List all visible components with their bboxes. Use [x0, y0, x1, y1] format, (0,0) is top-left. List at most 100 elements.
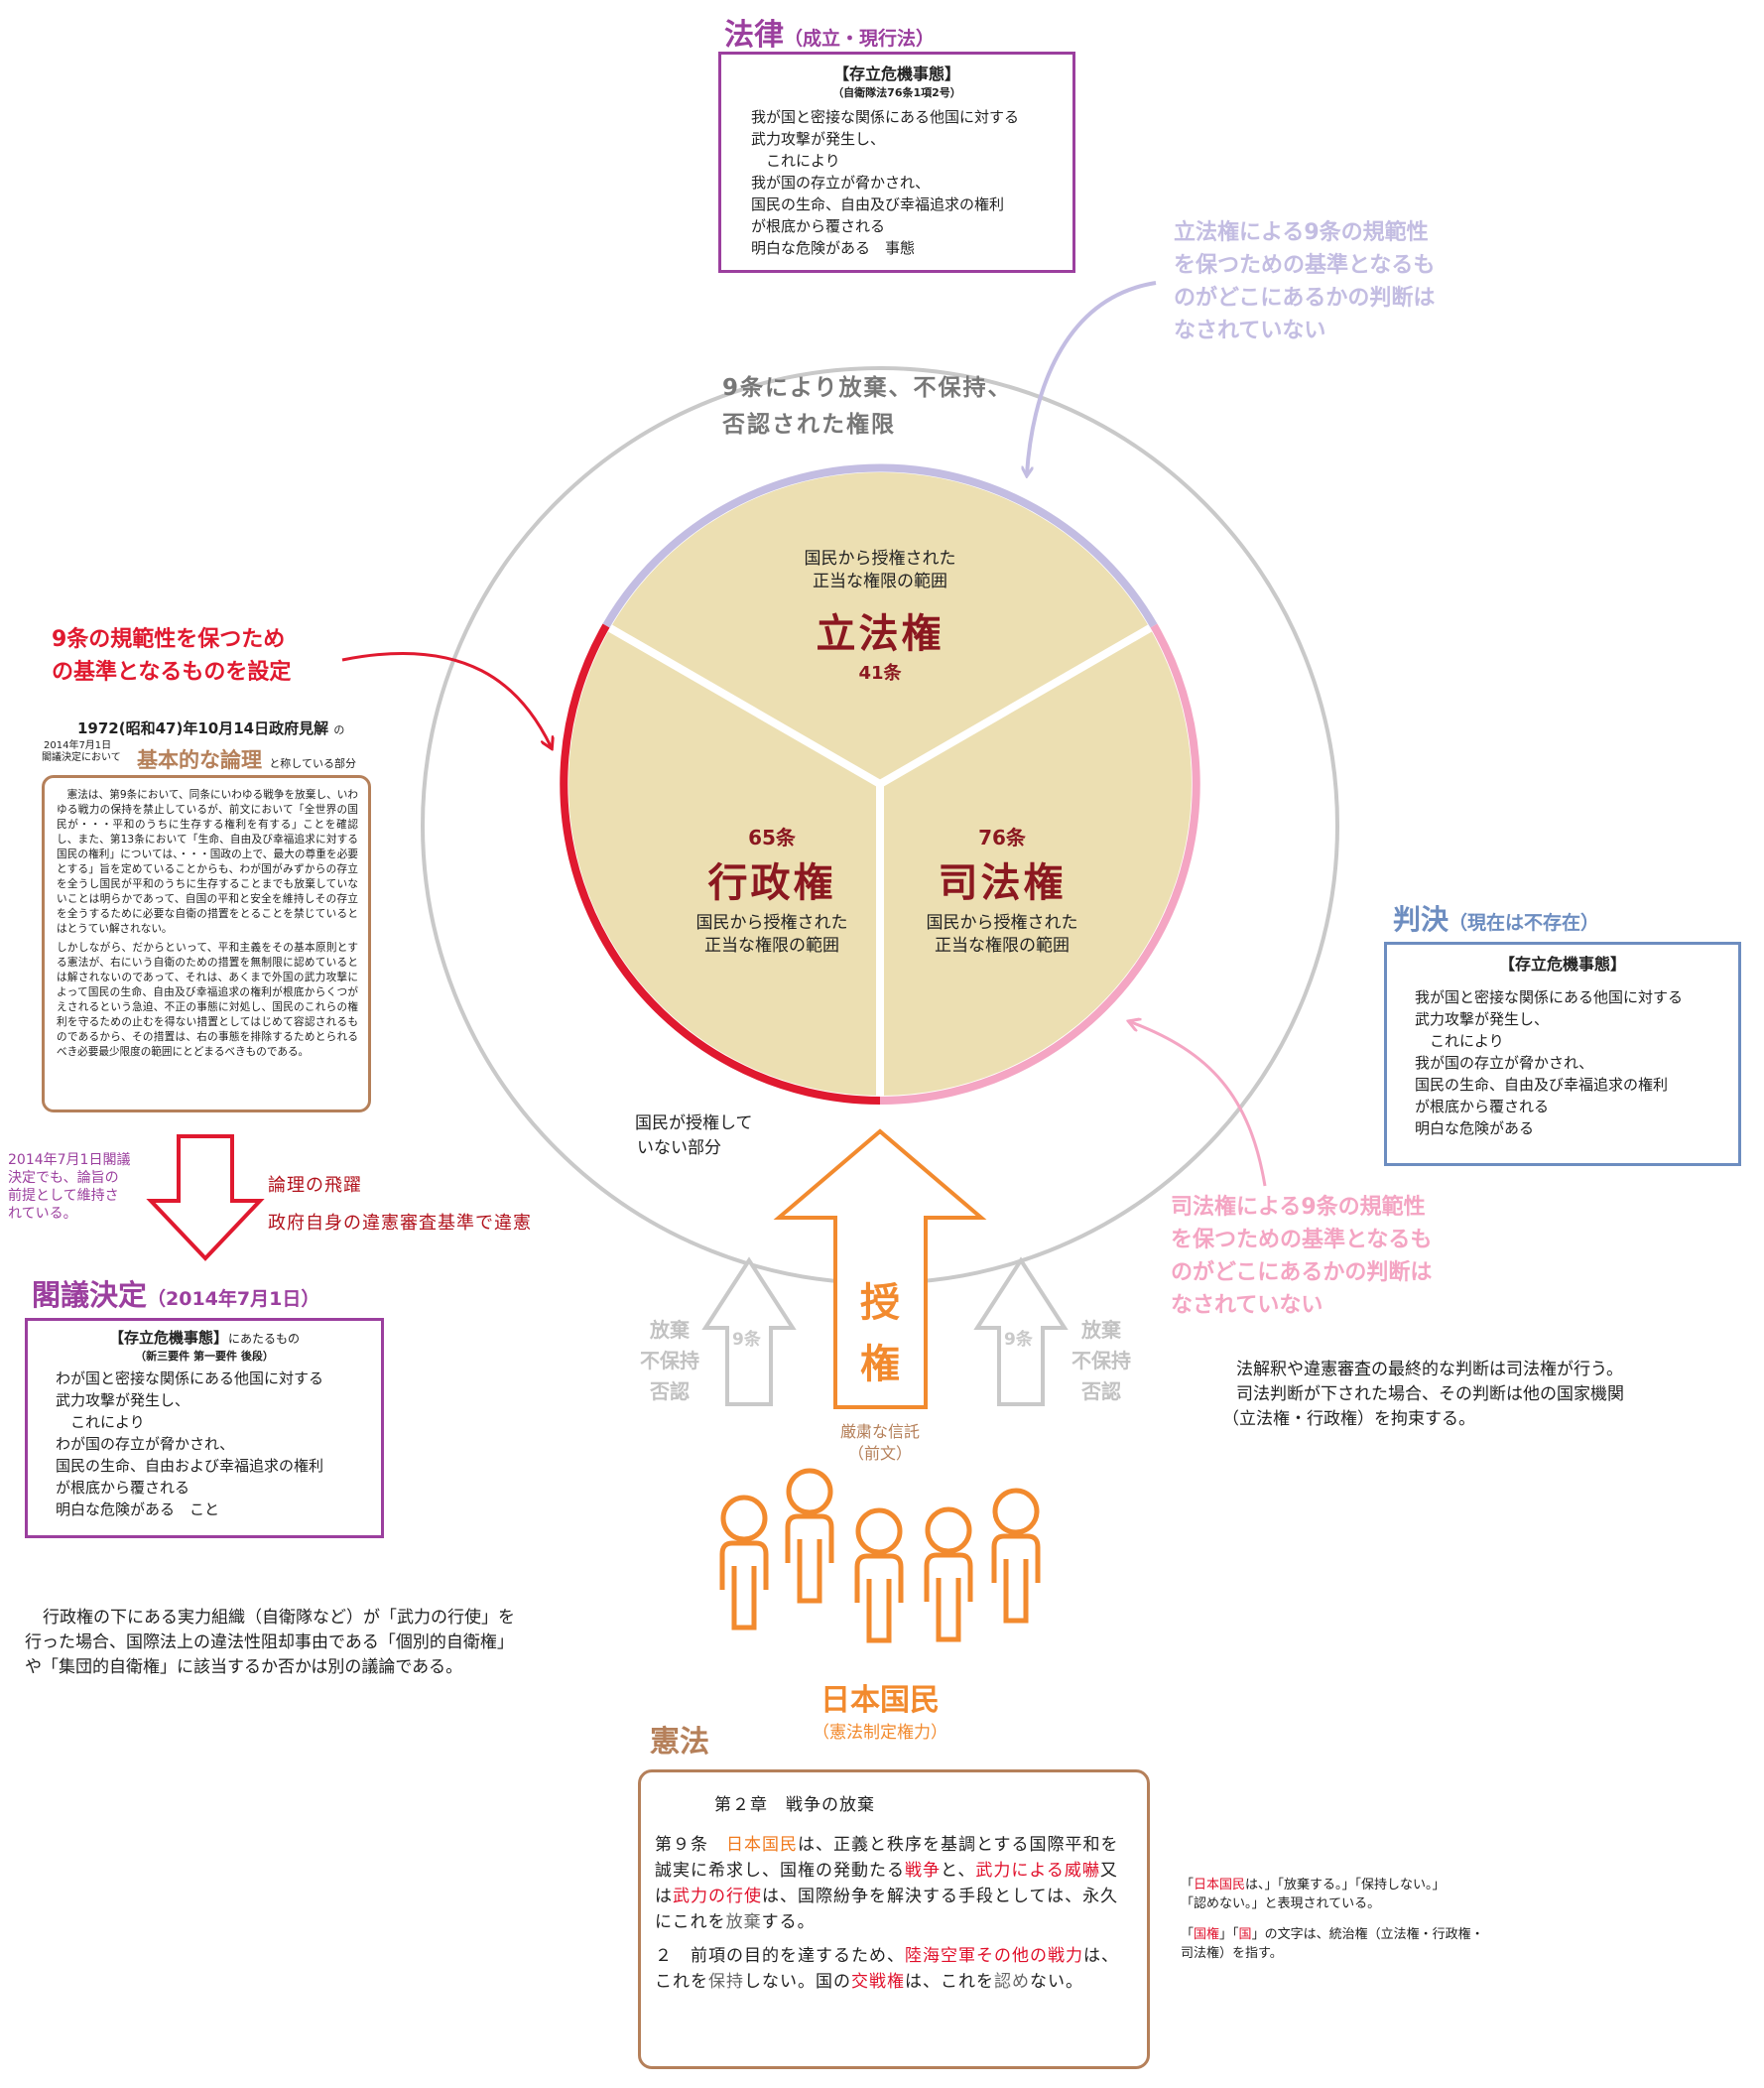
- cabinet-line: わが国と密接な関係にある他国に対する: [56, 1370, 324, 1387]
- norm-setting-line: 9条の規範性を保つため: [52, 627, 286, 652]
- not-authorized-line: 国民が授権して: [635, 1113, 753, 1133]
- judicial-desc-line: 正当な権限の範囲: [935, 936, 1070, 956]
- judgment-title: 判決（現在は不存在）: [1393, 898, 1599, 938]
- left-arrow-article: 9条: [732, 1330, 761, 1350]
- gov-1972-header-text: 1972(昭和47)年10月14日政府見解: [77, 719, 329, 737]
- left-arrow-line: 否認: [650, 1379, 690, 1403]
- basic-logic-suffix: と称している部分: [269, 757, 356, 770]
- article9-text-run: 保持: [708, 1972, 744, 1992]
- law-title: 法律（成立・現行法）: [724, 10, 935, 54]
- cabinet-box: 【存立危機事態】にあたるもの （新三要件 第一要件 後段） わが国と密接な関係に…: [25, 1318, 384, 1538]
- cabinet-title-text: 閣議決定: [32, 1278, 148, 1312]
- legislative-desc-line: 正当な権限の範囲: [813, 572, 947, 591]
- law-box-subtitle: （自衛隊法76条1項2号）: [832, 86, 961, 99]
- article9-text-run: は、これを: [655, 1946, 1119, 1992]
- outer-ring-line: 否認された権限: [722, 412, 896, 438]
- expression-line: 「認めない。」と表現されている。: [1181, 1896, 1381, 1911]
- expression-line: 司法権）を指す。: [1181, 1946, 1283, 1961]
- constitution-box: 第２章 戦争の放棄 第９条 日本国民は、正義と秩序を基調とする国際平和を誠実に希…: [638, 1769, 1150, 2069]
- law-line: 武力攻撃が発生し、: [751, 130, 886, 148]
- divider-left: [608, 624, 882, 788]
- legislative-note-line: なされていない: [1174, 319, 1326, 343]
- judgment-line: 明白な危険がある: [1415, 1119, 1535, 1137]
- legislative-note-line: のがどこにあるかの判断は: [1174, 286, 1436, 311]
- judgment-line: 国民の生命、自由及び幸福追求の権利: [1415, 1076, 1669, 1094]
- outer-ring-label: 9条により放棄、不保持、 否認された権限: [722, 370, 1013, 444]
- law-title-text: 法律: [724, 18, 784, 53]
- right-arrow-line: 不保持: [1071, 1349, 1131, 1372]
- cabinet-box-title: 【存立危機事態】にあたるもの: [38, 1327, 371, 1348]
- authorization-label: 授 権: [850, 1272, 910, 1395]
- judicial-note-line: なされていない: [1171, 1293, 1323, 1318]
- expression-text-run: 「: [1181, 1878, 1195, 1892]
- gov-1972-para1: 憲法は、第9条において、同条にいわゆる戦争を放棄し、いわゆる戦力の保持を禁止して…: [57, 789, 358, 935]
- expression-text-run: 日本国民: [1194, 1878, 1246, 1892]
- person-figure: [991, 1488, 1041, 1624]
- people-title: 日本国民: [820, 1683, 940, 1718]
- expression-text-run: 「: [1181, 1927, 1195, 1942]
- article9-text-run: 交戦権: [851, 1972, 905, 1992]
- judicial-statement-line: （立法権・行政権）を拘束する。: [1222, 1409, 1475, 1429]
- judgment-line: 我が国と密接な関係にある他国に対する: [1415, 988, 1684, 1006]
- self-defense-note: 行政権の下にある実力組織（自衛隊など）が「武力の行使」を 行った場合、国際法上の…: [25, 1606, 515, 1680]
- judgment-subtitle: （現在は不存在）: [1449, 912, 1600, 934]
- judicial-note-line: 司法権による9条の規範性: [1171, 1195, 1426, 1220]
- article9-paragraph2: ２ 前項の目的を達するため、陸海空軍その他の戦力は、これを保持しない。国の交戦権…: [655, 1943, 1133, 1995]
- authorization-char: 授: [860, 1280, 900, 1326]
- right-arrow-article: 9条: [1004, 1330, 1033, 1350]
- expression-text-run: は、」「放棄する。」「保持しない。」: [1245, 1878, 1446, 1892]
- law-line: 明白な危険がある 事態: [751, 239, 916, 257]
- cabinet-box-lines: わが国と密接な関係にある他国に対する 武力攻撃が発生し、 これにより わが国の存…: [38, 1368, 371, 1520]
- gov-1972-date-line: 2014年7月1日: [44, 740, 112, 751]
- executive-sector: 65条 行政権 国民から授権された 正当な権限の範囲: [653, 822, 891, 958]
- cabinet-box-title-text: 【存立危機事態】: [108, 1329, 228, 1347]
- not-authorized-label: 国民が授権して いない部分: [635, 1111, 753, 1161]
- people-figures: [719, 1468, 1041, 1643]
- constitution-title: 憲法: [650, 1725, 709, 1760]
- logic-leap-label: 論理の飛躍: [268, 1175, 362, 1196]
- judicial-statement-line: 法解釈や違憲審査の最終的な判断は司法権が行う。: [1236, 1360, 1623, 1379]
- legislative-note: 立法権による9条の規範性 を保つための基準となるも のがどこにあるかの判断は な…: [1174, 216, 1435, 347]
- article9-text-run: 武力の行使: [673, 1887, 762, 1906]
- law-line: 国民の生命、自由及び幸福追求の権利: [751, 196, 1005, 213]
- cabinet-line: 国民の生命、自由および幸福追求の権利: [56, 1457, 324, 1475]
- outer-ring-line: 9条により放棄、不保持、: [722, 375, 1013, 401]
- cabinet-box-subtitle: （新三要件 第一要件 後段）: [135, 1350, 274, 1363]
- article9-text-run: 陸海空軍その他の戦力: [905, 1946, 1083, 1966]
- left-renounce-arrow: [701, 1256, 797, 1406]
- not-authorized-line: いない部分: [637, 1138, 721, 1158]
- law-box-title: 【存立危機事態】: [832, 65, 960, 83]
- cabinet-line: これにより: [56, 1413, 145, 1431]
- article9-text-run: 戦争: [905, 1861, 941, 1881]
- gov-1972-header-suffix: の: [333, 723, 345, 736]
- article9-text-run: ２ 前項の目的を達するため、: [655, 1946, 905, 1966]
- judicial-name: 司法権: [938, 860, 1067, 906]
- cabinet-title: 閣議決定（2014年7月1日）: [32, 1272, 319, 1314]
- legislative-article: 41条: [858, 663, 902, 684]
- person-figure: [854, 1507, 904, 1643]
- article9-text-run: しない。国の: [744, 1972, 851, 1992]
- judicial-note: 司法権による9条の規範性 を保つための基準となるも のがどこにあるかの判断は な…: [1171, 1191, 1432, 1322]
- executive-desc-line: 正当な権限の範囲: [704, 936, 839, 956]
- judgment-line: これにより: [1415, 1032, 1504, 1050]
- judgment-box-lines: 我が国と密接な関係にある他国に対する 武力攻撃が発生し、 これにより 我が国の存…: [1399, 986, 1726, 1139]
- article9-text-run: 又は: [655, 1861, 1118, 1906]
- maintained-note: 2014年7月1日閣議 決定でも、論旨の 前提として維持さ れている。: [8, 1151, 130, 1223]
- maintained-line: 前提として維持さ: [8, 1188, 119, 1204]
- judicial-statement: 法解釈や違憲審査の最終的な判断は司法権が行う。 司法判断が下された場合、その判断…: [1222, 1358, 1624, 1432]
- judicial-note-arrow: [1131, 1022, 1267, 1187]
- judicial-article: 76条: [978, 826, 1026, 849]
- executive-desc-line: 国民から授権された: [695, 913, 848, 933]
- maintained-line: 2014年7月1日閣議: [8, 1152, 131, 1168]
- maintained-line: れている。: [8, 1206, 77, 1222]
- expression-line: 「国権」「国」の文字は、統治権（立法権・行政権・: [1181, 1925, 1484, 1944]
- constitution-chapter: 第２章 戦争の放棄: [714, 1795, 875, 1815]
- law-line: これにより: [751, 152, 840, 170]
- gov-1972-box: 憲法は、第9条において、同条にいわゆる戦争を放棄し、いわゆる戦力の保持を禁止して…: [42, 775, 371, 1112]
- self-defense-line: 行政権の下にある実力組織（自衛隊など）が「武力の行使」を: [43, 1608, 515, 1628]
- left-arrow-text: 放棄 不保持 否認: [625, 1315, 714, 1407]
- expression-line: 「日本国民は、」「放棄する。」「保持しない。」: [1181, 1876, 1484, 1894]
- cabinet-line: 明白な危険がある こと: [56, 1501, 220, 1518]
- person-figure: [785, 1468, 834, 1604]
- executive-name: 行政権: [707, 860, 836, 906]
